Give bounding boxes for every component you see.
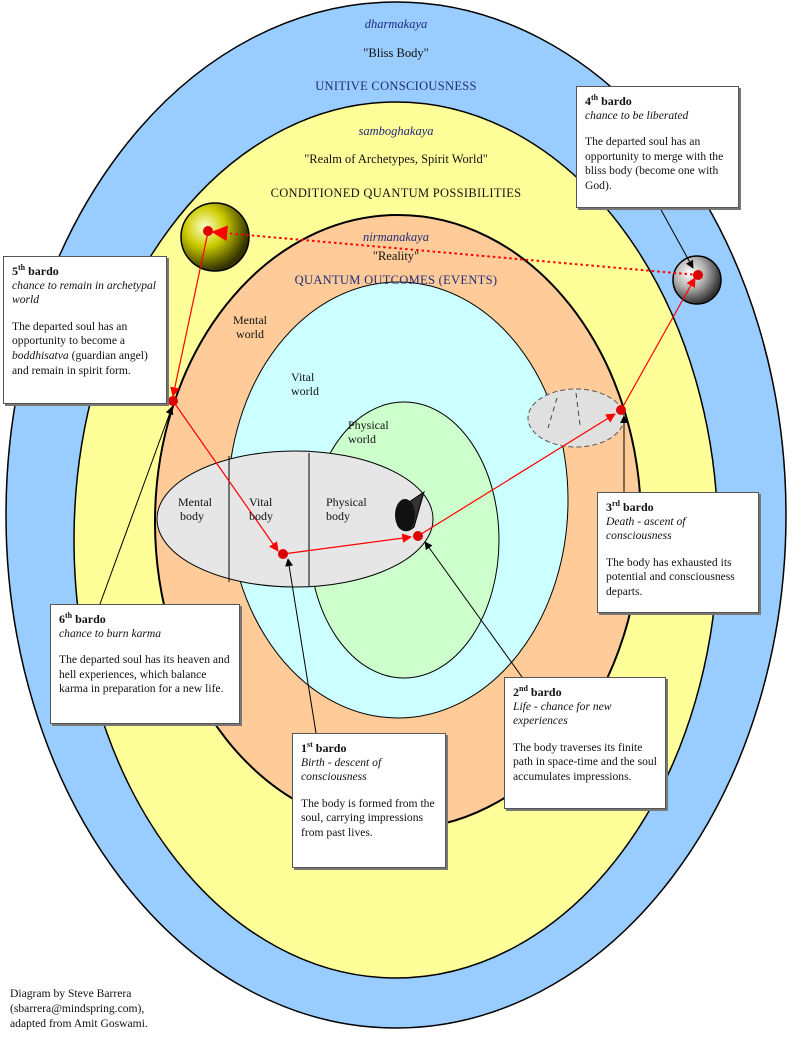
physical-body-label-2: body: [326, 509, 350, 523]
bardo-2-description: The body traverses its finite path in sp…: [513, 740, 657, 783]
nirmanakaya-label: QUANTUM OUTCOMES (EVENTS): [295, 273, 498, 287]
path-life-to-death: [417, 413, 616, 537]
callout-line-2nd: [424, 541, 523, 678]
physical-body-label-1: Physical: [326, 495, 367, 509]
credit-line-3: adapted from Amit Goswami.: [10, 1017, 148, 1030]
physical-world-label-2: world: [348, 432, 376, 446]
vital-world-label-2: world: [291, 384, 319, 398]
nirmanakaya-name: nirmanakaya: [363, 230, 429, 244]
birth-point: [278, 549, 288, 559]
bardo-5-title: 5th bardo: [12, 263, 59, 278]
liberation-point: [693, 270, 703, 280]
bardo-5-description: The departed soul has an opportunity to …: [12, 319, 148, 377]
path-archetype-to-karma: [170, 231, 209, 397]
dharmakaya-name: dharmakaya: [365, 17, 428, 31]
bardo-3-title: 3rd bardo: [606, 499, 654, 514]
mental-world-label-2: world: [236, 327, 264, 341]
callout-line-4th: [659, 207, 694, 269]
bardo-4-title: 4th bardo: [585, 93, 632, 108]
callout-line-6th: [99, 406, 174, 605]
bardo-6-description: The departed soul has its heaven and hel…: [59, 653, 230, 696]
bardo-box-5th: 5th bardo chance to remain in archetypal…: [3, 256, 167, 404]
vital-world-label-1: Vital: [291, 370, 315, 384]
bodies-ellipse: [156, 450, 434, 588]
credit-line-1: Diagram by Steve Barrera: [10, 987, 132, 1000]
mental-body-label-1: Mental: [178, 495, 213, 509]
vital-body-label-1: Vital: [249, 495, 273, 509]
bardo-5-subtitle: chance to remain in archetypal world: [12, 278, 157, 307]
path-karma-to-birth: [172, 400, 279, 552]
bardo-2-title: 2nd bardo: [513, 684, 562, 699]
bardo-6-subtitle: chance to burn karma: [59, 626, 162, 640]
bardo-3-subtitle: Death - ascent of consciousness: [606, 514, 686, 543]
karma-point: [168, 396, 178, 406]
cone-base: [395, 499, 415, 531]
path-birth-to-life: [282, 533, 412, 555]
dharmakaya-subtitle: "Bliss Body": [363, 46, 428, 60]
bardo-6-title: 6th bardo: [59, 611, 106, 626]
mental-body-label-2: body: [180, 509, 204, 523]
bardo-2-subtitle: Life - chance for new experiences: [513, 699, 612, 728]
samboghakaya-label: CONDITIONED QUANTUM POSSIBILITIES: [271, 186, 522, 200]
archetype-point: [203, 226, 213, 236]
bardo-4-description: The departed soul has an opportunity to …: [585, 135, 724, 192]
credit-line-2: (sbarrera@mindspring.com),: [10, 1002, 145, 1015]
death-point: [616, 405, 626, 415]
liberation-orb-grey: [672, 255, 722, 305]
callout-line-1st: [285, 558, 317, 734]
path-death-to-liberation: [620, 277, 696, 411]
bardo-box-6th: 6th bardo chance to burn karma The depar…: [50, 604, 240, 724]
bardo-box-2nd: 2nd bardo Life - chance for new experien…: [504, 677, 666, 809]
diagram-credit: Diagram by Steve Barrera (sbarrera@minds…: [10, 986, 210, 1031]
bardo-3-description: The body has exhausted its potential and…: [606, 555, 735, 598]
bardo-1-description: The body is formed from the soul, carryi…: [301, 796, 435, 839]
mental-world-label-1: Mental: [233, 313, 268, 327]
samboghakaya-subtitle: "Realm of Archetypes, Spirit World": [304, 152, 488, 166]
bliss-orb-gold: [180, 202, 250, 272]
bardo-1-subtitle: Birth - descent of consciousness: [301, 755, 382, 784]
physical-world-label-1: Physical: [348, 418, 389, 432]
bardo-box-4th: 4th bardo chance to be liberated The dep…: [576, 86, 739, 208]
dharmakaya-label: UNITIVE CONSCIOUSNESS: [315, 79, 477, 93]
bardo-box-3rd: 3rd bardo Death - ascent of consciousnes…: [597, 492, 759, 613]
vital-body-label-2: body: [249, 509, 273, 523]
bardo-4-subtitle: chance to be liberated: [585, 108, 689, 122]
path-liberation-to-archetype: [211, 225, 699, 276]
samboghakaya-name: samboghakaya: [359, 124, 434, 138]
bardo-1-title: 1st bardo: [301, 740, 347, 755]
bardo-box-1st: 1st bardo Birth - descent of consciousne…: [292, 733, 446, 868]
nirmanakaya-subtitle: "Reality": [373, 249, 419, 263]
life-point: [413, 531, 423, 541]
